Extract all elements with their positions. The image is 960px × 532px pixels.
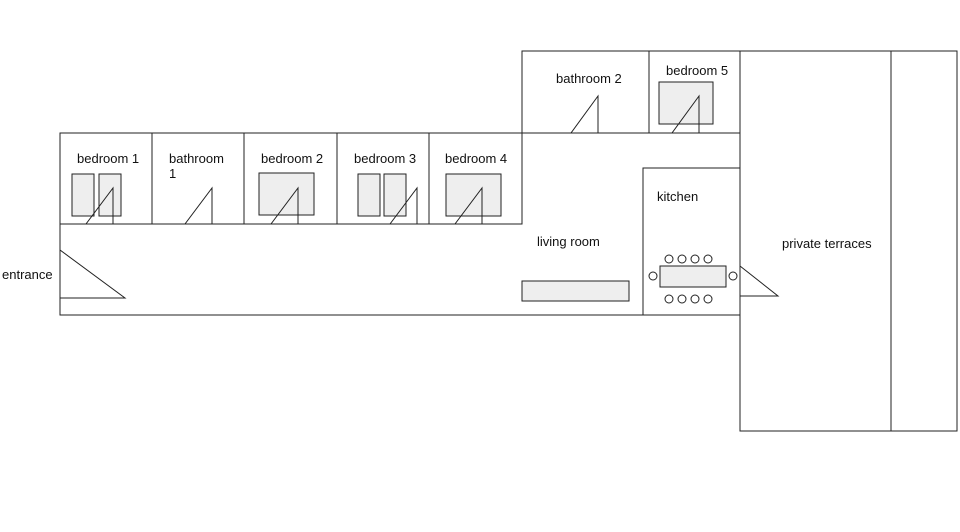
- dining-chair: [677, 254, 687, 264]
- dining-table: [659, 265, 727, 288]
- dining-chair: [703, 254, 713, 264]
- bedroom-2-label: bedroom 2: [261, 151, 324, 166]
- private-terraces-label: private terraces: [782, 236, 872, 251]
- dining-chair: [690, 254, 700, 264]
- living-room-label: living room: [537, 234, 600, 249]
- door-swing-bedroom-5: [671, 94, 700, 134]
- bedroom-5-label: bedroom 5: [666, 63, 729, 78]
- dining-chair: [648, 271, 658, 281]
- bedroom-3-label: bedroom 3: [354, 151, 417, 166]
- kitchen-label: kitchen: [657, 189, 699, 204]
- bathroom-1-label: bathroom 1: [169, 151, 224, 181]
- bedroom-1-label: bedroom 1: [77, 151, 140, 166]
- door-swing-bedroom-3: [389, 186, 418, 225]
- dining-chair: [728, 271, 738, 281]
- door-swing-bathroom-2: [570, 94, 599, 134]
- bedroom-4-label: bedroom 4: [445, 151, 508, 166]
- bedroom-1-bed-left: [71, 173, 95, 217]
- door-swing-bedroom-2: [270, 186, 299, 225]
- dining-chair: [690, 294, 700, 304]
- door-swing-bathroom-1: [184, 186, 213, 225]
- bedroom-1-bed-right: [98, 173, 122, 217]
- bedroom-2-bed: [258, 172, 315, 216]
- bathroom-2-room: [521, 50, 650, 134]
- door-swing-entrance: [59, 249, 127, 299]
- bedroom-5-bed: [658, 81, 714, 125]
- dining-chair: [703, 294, 713, 304]
- bedroom-4-bed: [445, 173, 502, 217]
- bedroom-3-bed-left: [357, 173, 381, 217]
- door-swing-bedroom-4: [454, 186, 483, 225]
- bedroom-3-bed-right: [383, 173, 407, 217]
- entrance-label: entrance: [2, 267, 53, 282]
- door-swing-bedroom-1: [85, 186, 114, 225]
- bathroom-2-label: bathroom 2: [556, 71, 622, 86]
- bedroom-3-room: [336, 132, 430, 225]
- dining-chair: [664, 294, 674, 304]
- dining-chair: [677, 294, 687, 304]
- living-room-sofa: [521, 280, 630, 302]
- door-swing-terrace: [739, 264, 780, 297]
- dining-chair: [664, 254, 674, 264]
- private-terraces-area: [739, 50, 958, 432]
